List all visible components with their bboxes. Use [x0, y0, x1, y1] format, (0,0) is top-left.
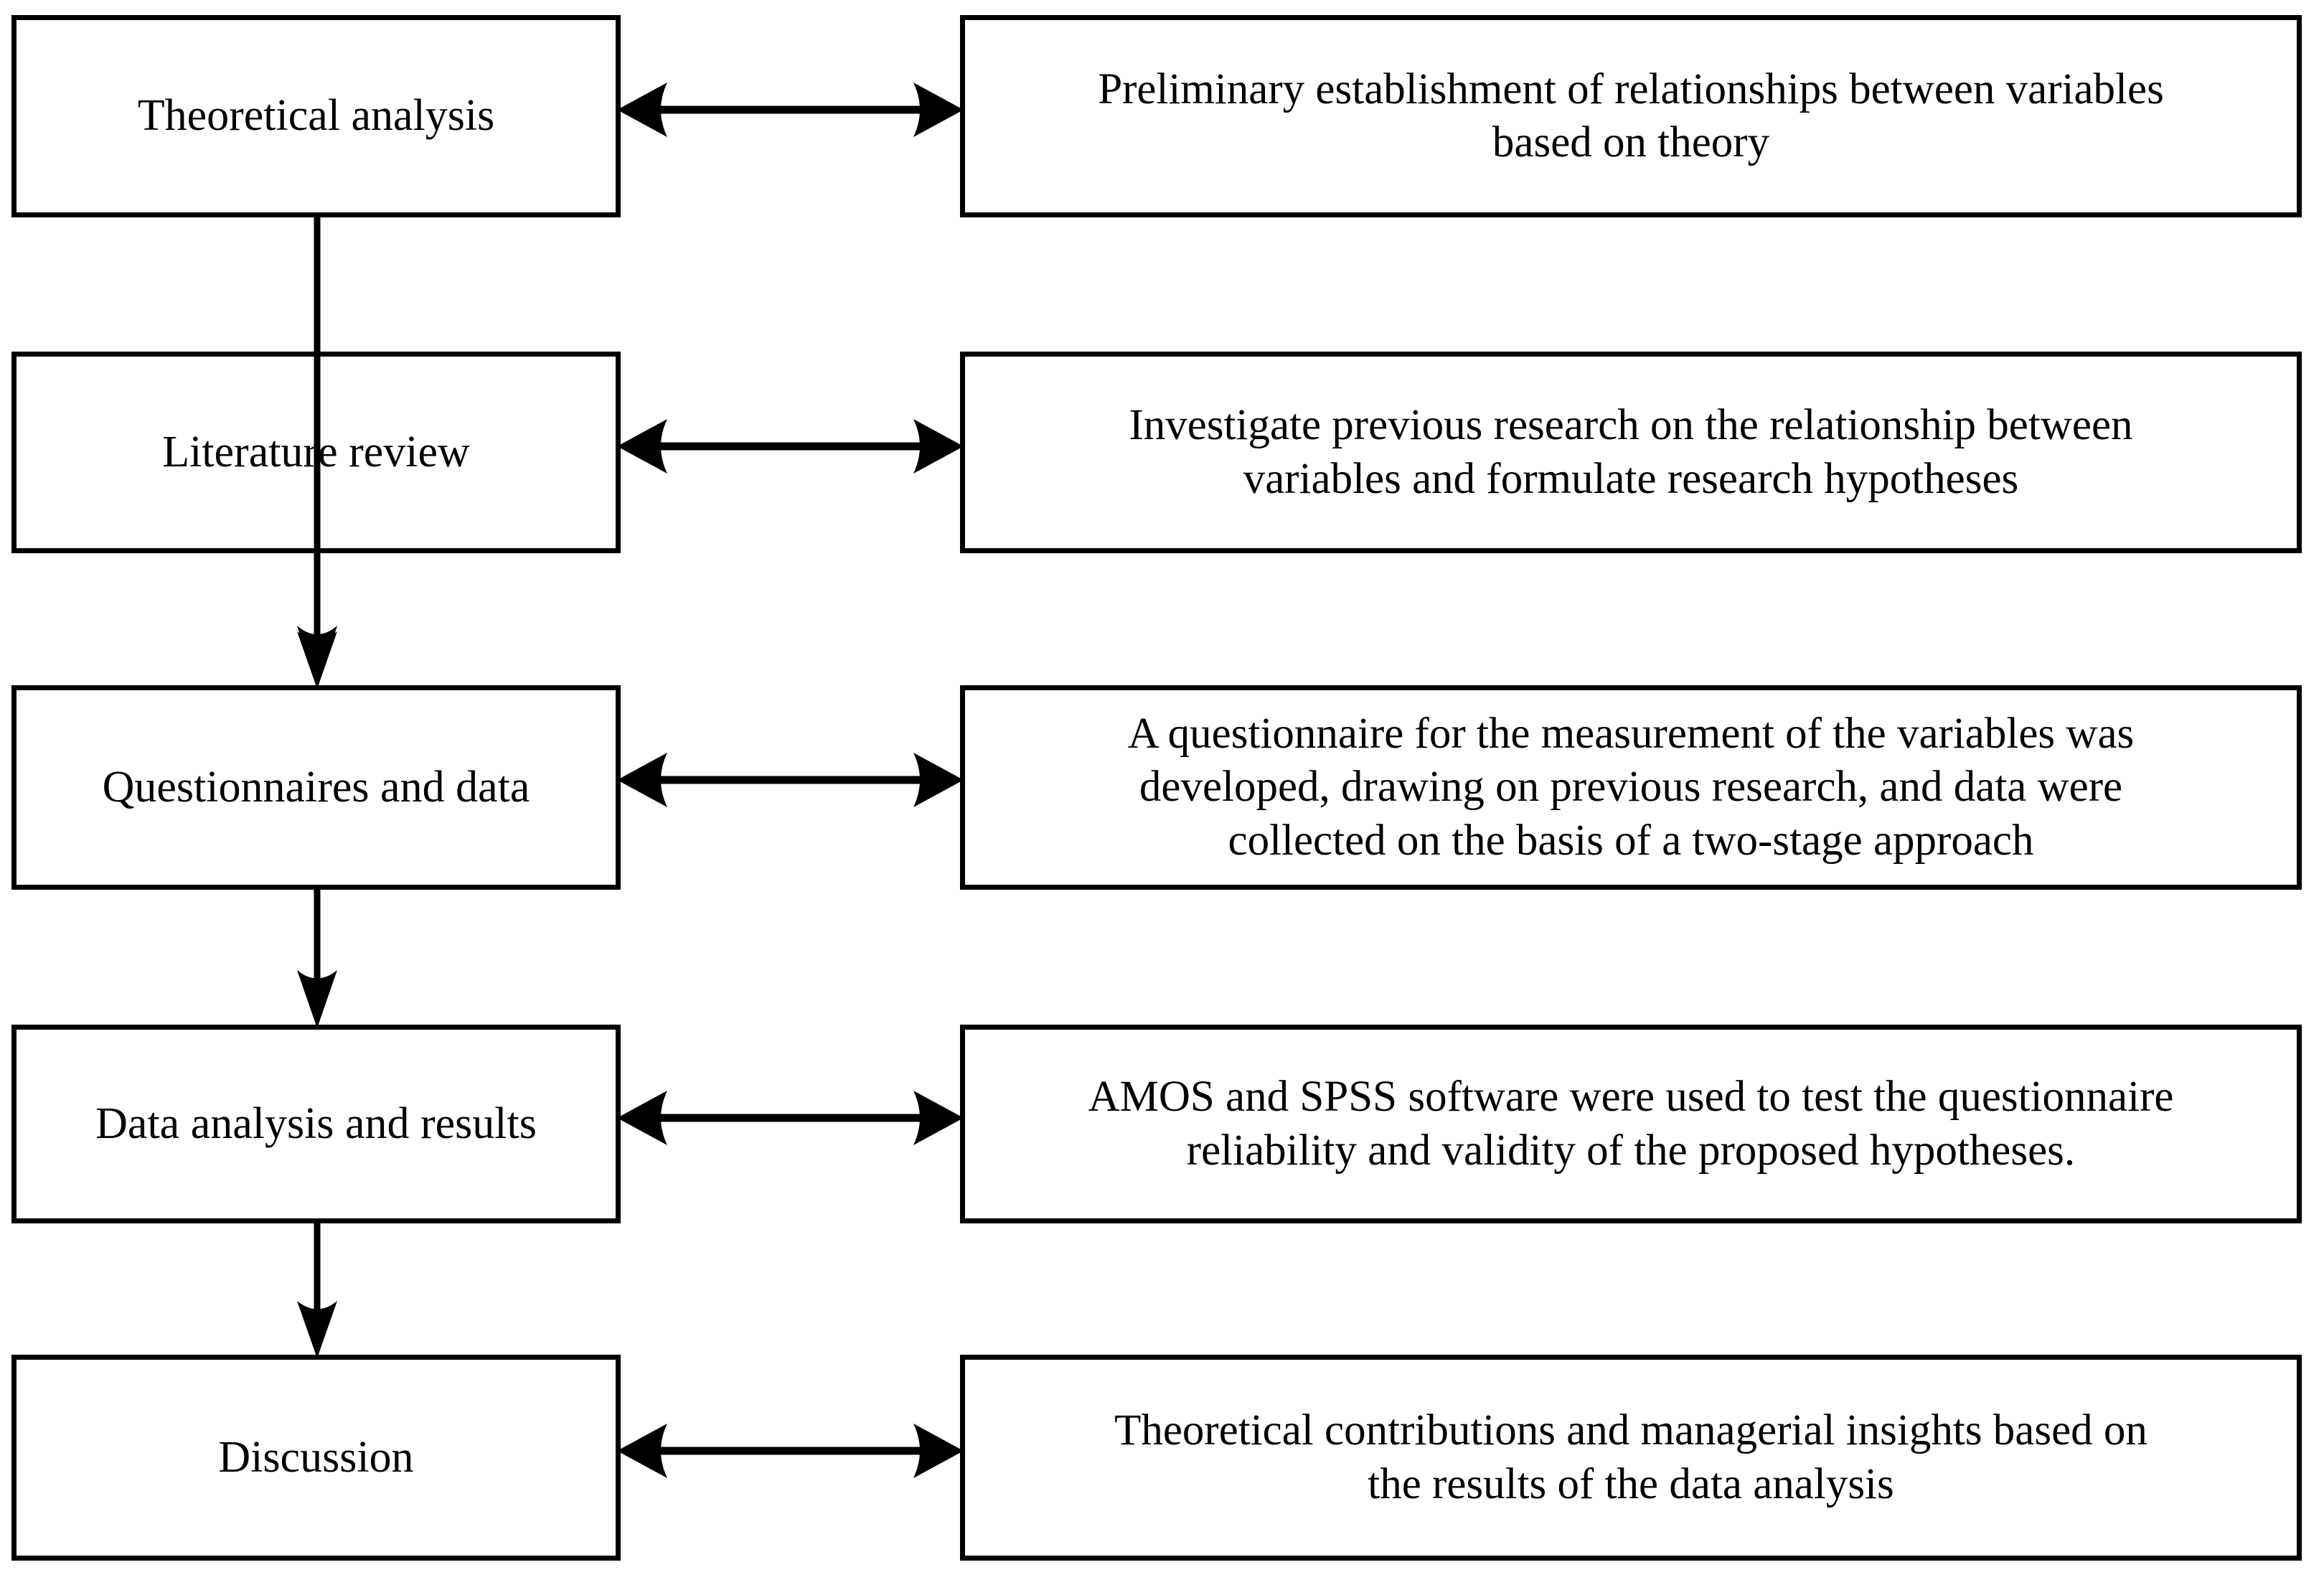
stage-label: Questionnaires and data — [102, 762, 530, 812]
description-text: Preliminary establishment of relationshi… — [1098, 65, 2164, 166]
description-text: Investigate previous research on the rel… — [1129, 401, 2133, 503]
description-text: A questionnaire for the measurement of t… — [1127, 709, 2135, 865]
description-text: Theoretical contributions and managerial… — [1114, 1406, 2147, 1508]
description-box-literature-review[interactable]: Investigate previous research on the rel… — [960, 352, 2302, 553]
arrow-down-icon-questionnaires-to-data-analysis — [290, 888, 344, 1028]
stage-box-data-analysis-and-results[interactable]: Data analysis and results — [11, 1025, 621, 1223]
stage-box-literature-review[interactable]: Literature review — [11, 352, 621, 553]
stage-label: Data analysis and results — [95, 1099, 537, 1148]
description-box-theoretical-analysis[interactable]: Preliminary establishment of relationshi… — [960, 15, 2302, 217]
double-headed-arrow-icon-row-1 — [617, 67, 964, 153]
description-box-questionnaires-and-data[interactable]: A questionnaire for the measurement of t… — [960, 685, 2302, 890]
double-headed-arrow-icon-row-4 — [617, 1075, 964, 1161]
description-text: AMOS and SPSS software were used to test… — [1088, 1073, 2174, 1175]
description-box-discussion[interactable]: Theoretical contributions and managerial… — [960, 1355, 2302, 1561]
stage-label: Discussion — [218, 1432, 414, 1482]
description-box-data-analysis-and-results[interactable]: AMOS and SPSS software were used to test… — [960, 1025, 2302, 1223]
double-headed-arrow-icon-row-3 — [617, 737, 964, 823]
double-headed-arrow-icon-row-2 — [617, 403, 964, 489]
arrow-down-icon-literature-to-questionnaires — [290, 551, 344, 689]
stage-box-discussion[interactable]: Discussion — [11, 1355, 621, 1561]
stage-label: Theoretical analysis — [137, 91, 495, 141]
double-headed-arrow-icon-row-5 — [617, 1408, 964, 1494]
stage-box-questionnaires-and-data[interactable]: Questionnaires and data — [11, 685, 621, 890]
stage-box-theoretical-analysis[interactable]: Theoretical analysis — [11, 15, 621, 217]
arrow-down-icon-data-analysis-to-discussion — [290, 1221, 344, 1358]
stage-label: Literature review — [162, 427, 470, 476]
